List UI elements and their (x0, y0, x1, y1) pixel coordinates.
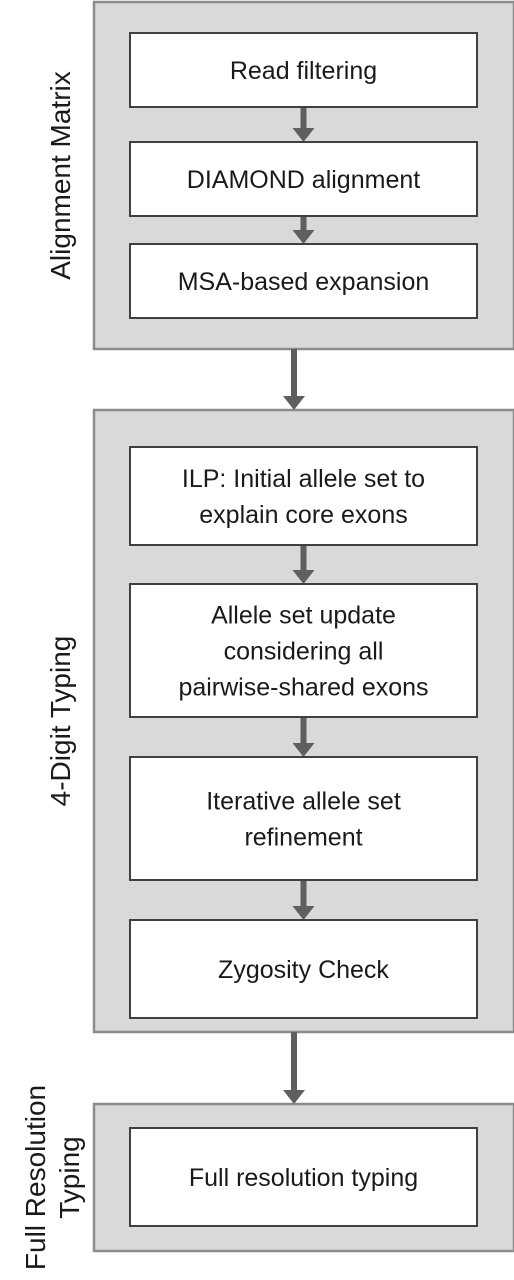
step-label-line: ILP: Initial allele set to (182, 465, 425, 493)
step-label: DIAMOND alignment (187, 166, 420, 194)
step-label-line: refinement (244, 824, 362, 852)
step-fullres-1: Full resolution typing (129, 1127, 478, 1227)
step-label-line: DIAMOND alignment (187, 166, 420, 194)
arrow-head (292, 128, 315, 142)
step-box (129, 141, 478, 217)
step-box (129, 919, 478, 1019)
step-label: ILP: Initial allele set to explain core e… (182, 465, 425, 529)
arrow-head (292, 743, 315, 757)
phase-label-line: Typing (54, 1136, 85, 1219)
step-label-line: explain core exons (199, 501, 407, 529)
step-label-line: Allele set update (211, 602, 396, 630)
phase-label-alignment: Alignment Matrix (45, 71, 76, 280)
step-alignment-3: MSA-based expansion (129, 243, 478, 319)
phase-label-line: Full Resolution (20, 1085, 51, 1270)
step-box (129, 756, 478, 881)
phase-label-typing4: 4-Digit Typing (45, 636, 76, 807)
step-typing4-3: Iterative allele set refinement (129, 756, 478, 881)
step-box (129, 32, 478, 108)
step-label-line: pairwise-shared exons (178, 674, 428, 702)
step-label-line: Zygosity Check (218, 956, 389, 984)
step-typing4-2: Allele set update considering all pairwise… (129, 583, 478, 718)
phase-label-line: 4-Digit Typing (45, 636, 76, 807)
step-label: Read filtering (230, 57, 377, 85)
step-box (129, 1127, 478, 1227)
arrow-step (292, 107, 315, 142)
arrow-step (292, 216, 315, 244)
step-label: Iterative allele set refinement (206, 788, 401, 852)
phase-label-line: Alignment Matrix (45, 71, 76, 280)
step-box (129, 446, 478, 546)
connectors-layer (283, 107, 315, 1104)
step-label: MSA-based expansion (178, 268, 430, 296)
arrow-head (292, 230, 315, 244)
step-alignment-2: DIAMOND alignment (129, 141, 478, 217)
step-typing4-4: Zygosity Check (129, 919, 478, 1019)
step-label: Zygosity Check (218, 956, 389, 984)
step-box (129, 243, 478, 319)
step-box (129, 583, 478, 718)
step-typing4-1: ILP: Initial allele set to explain core e… (129, 446, 478, 546)
step-label: Full resolution typing (189, 1164, 418, 1192)
arrow-phase (283, 349, 305, 410)
arrow-step (292, 545, 315, 584)
arrow-phase (283, 1032, 305, 1104)
arrow-head (292, 570, 315, 584)
step-label: Allele set update considering all pairwise… (178, 602, 428, 702)
step-label-line: Read filtering (230, 57, 377, 85)
step-label-line: Iterative allele set (206, 788, 401, 816)
step-label-line: considering all (224, 638, 384, 666)
arrow-step (292, 717, 315, 757)
arrow-step (292, 880, 315, 920)
arrow-head (292, 906, 315, 920)
arrow-head (283, 396, 305, 410)
step-alignment-1: Read filtering (129, 32, 478, 108)
arrow-head (283, 1090, 305, 1104)
step-label-line: Full resolution typing (189, 1164, 418, 1192)
step-label-line: MSA-based expansion (178, 268, 430, 296)
